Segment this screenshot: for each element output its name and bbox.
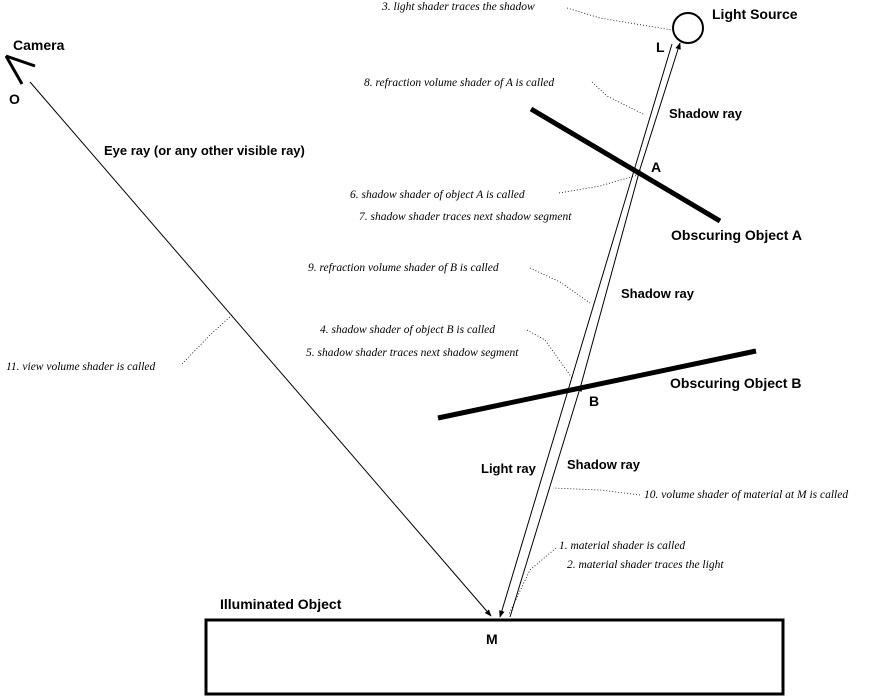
leader-note-9	[529, 267, 591, 304]
light-point-label: L	[656, 39, 665, 55]
note-9: 9. refraction volume shader of B is call…	[308, 262, 499, 274]
leader-note-11	[181, 314, 233, 365]
shadow-ray-segment-b-a	[580, 168, 642, 386]
note-1: 1. material shader is called	[559, 540, 685, 552]
leader-note-10	[552, 487, 641, 496]
shadow-ray-label-bottom: Shadow ray	[567, 457, 641, 472]
eye-ray	[29, 81, 492, 617]
leader-note-6	[558, 174, 639, 194]
camera-icon	[4, 54, 36, 85]
note-10: 10. volume shader of material at M is ca…	[644, 489, 848, 501]
leader-note-8	[591, 81, 646, 116]
point-a-label: A	[651, 159, 661, 175]
obscuring-object-a-label: Obscuring Object A	[671, 227, 802, 243]
illuminated-object-label: Illuminated Object	[220, 596, 342, 612]
point-m-label: M	[486, 631, 498, 647]
light-source-icon	[672, 12, 704, 44]
eye-ray-label: Eye ray (or any other visible ray)	[104, 143, 305, 158]
point-b-label: B	[589, 393, 599, 409]
leader-note-1-2	[508, 547, 557, 615]
shadow-ray-segment-a-l	[639, 42, 681, 170]
obscuring-object-b	[437, 348, 757, 421]
note-11: 11. view volume shader is called	[6, 361, 156, 373]
note-6: 6. shadow shader of object A is called	[350, 189, 525, 201]
note-8: 8. refraction volume shader of A is call…	[364, 77, 554, 89]
note-7: 7. shadow shader traces next shadow segm…	[359, 211, 572, 223]
note-2: 2. material shader traces the light	[567, 559, 724, 571]
light-ray-label: Light ray	[481, 461, 537, 476]
note-3: 3. light shader traces the shadow	[381, 1, 535, 13]
obscuring-object-b-label: Obscuring Object B	[670, 375, 801, 391]
light-ray	[499, 43, 673, 618]
camera-origin-label: O	[9, 91, 20, 107]
camera-label: Camera	[13, 37, 65, 53]
note-5: 5. shadow shader traces next shadow segm…	[306, 347, 519, 359]
shadow-ray-label-middle: Shadow ray	[621, 286, 695, 301]
obscuring-object-a	[529, 106, 722, 224]
shadow-ray-segment-m-b	[509, 384, 582, 618]
note-4: 4. shadow shader of object B is called	[320, 324, 495, 336]
light-source-label: Light Source	[712, 6, 798, 22]
leader-note-3	[566, 7, 673, 31]
shadow-ray-label-top: Shadow ray	[669, 106, 743, 121]
leader-note-4-5	[526, 329, 573, 379]
illuminated-object	[204, 618, 785, 696]
